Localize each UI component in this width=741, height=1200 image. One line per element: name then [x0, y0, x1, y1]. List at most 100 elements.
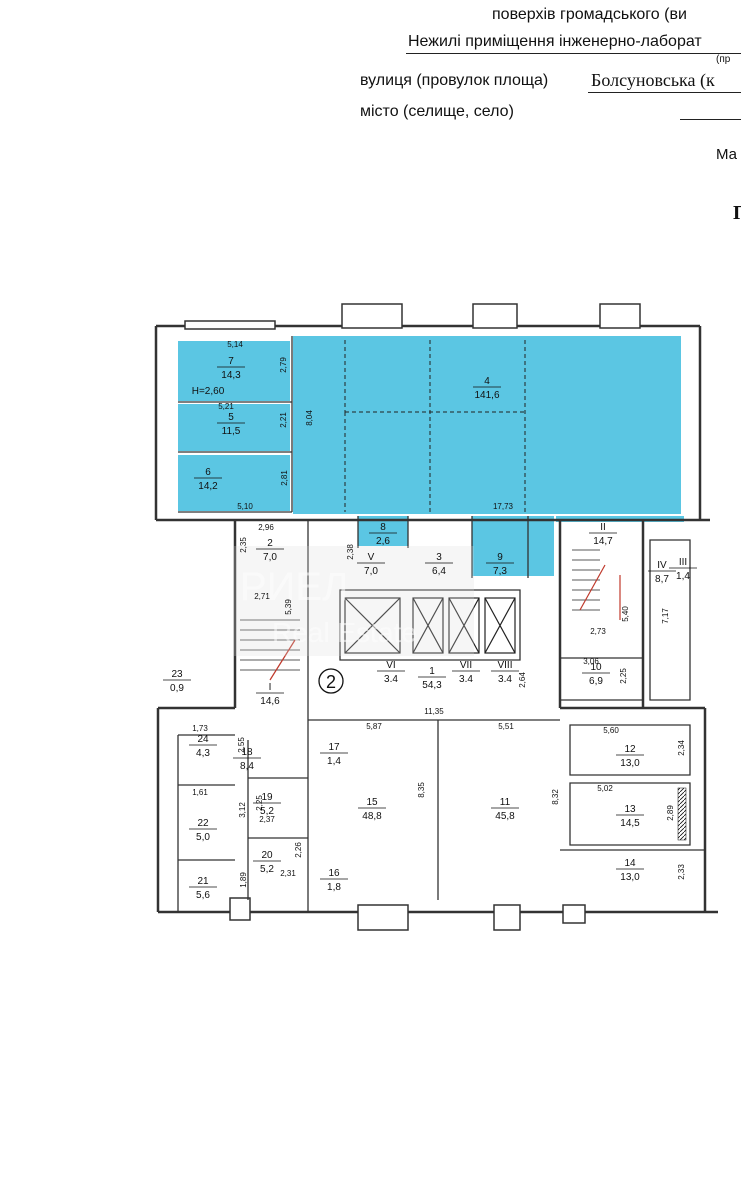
dimension-label: 2,71	[254, 592, 270, 601]
dimension-label: 8,04	[305, 410, 314, 426]
room-area: 6,9	[589, 676, 603, 687]
hatched-wall	[677, 787, 687, 841]
dimension-label: 2,21	[279, 412, 288, 428]
header-line-2-underline	[406, 53, 741, 54]
street-label: вулиця (провулок площа)	[360, 72, 549, 89]
dimension-label: 2,25	[619, 668, 628, 684]
dimension-label: 5,60	[603, 726, 619, 735]
room-area: 14,3	[221, 370, 241, 381]
room-area: 7,0	[263, 552, 277, 563]
room-area: 14,5	[620, 818, 640, 829]
room-area: 3.4	[459, 674, 473, 685]
street-underline	[588, 92, 741, 93]
dimension-label: 2,73	[590, 627, 606, 636]
dimension-label: 1,61	[192, 788, 208, 797]
room-area: 2,6	[376, 536, 390, 547]
dashed-lines	[344, 340, 526, 512]
floor-marker-number: 2	[326, 672, 336, 692]
room-area: 3.4	[384, 674, 398, 685]
room-area: 8,7	[655, 574, 669, 585]
room-number: 1	[429, 666, 435, 677]
room-number: 17	[328, 742, 340, 753]
dimension-label: 11,35	[424, 707, 444, 716]
dimension-label: 2,96	[258, 523, 274, 532]
street-value: Болсуновська (к	[591, 70, 715, 90]
room-number: IV	[657, 560, 667, 571]
dimension-labels: 5,142,795,212,215,102,818,0417,732,962,3…	[192, 340, 686, 888]
dimension-label: 2,35	[239, 537, 248, 553]
room-number: 13	[624, 804, 636, 815]
room-number: 24	[197, 734, 209, 745]
dimension-label: 7,17	[661, 608, 670, 624]
room-area: 5,0	[196, 832, 210, 843]
room-number: 18	[241, 747, 253, 758]
dimension-label: 5,10	[237, 502, 253, 511]
room-number: 22	[197, 818, 209, 829]
room-area: 14,6	[260, 696, 280, 707]
room-area: 4,3	[196, 748, 210, 759]
stair-arrows	[269, 564, 621, 681]
dimension-label: 1,73	[192, 724, 208, 733]
room-area: 45,8	[495, 811, 515, 822]
dimension-label: 2,79	[279, 357, 288, 373]
room-number: V	[368, 552, 375, 563]
interior-walls	[177, 336, 705, 912]
room-number: VII	[460, 660, 472, 671]
room-number: 7	[228, 356, 234, 367]
dimension-label: 2,81	[280, 470, 289, 486]
dimension-label: 5,21	[218, 402, 234, 411]
dimension-label: 2,25	[255, 795, 264, 811]
room-area: 11,5	[222, 426, 241, 437]
city-label: місто (селище, село)	[360, 103, 514, 120]
room-area: 13,0	[620, 872, 640, 883]
room-area: 0,9	[170, 683, 184, 694]
watermark-logo: РИЕЛ	[240, 565, 348, 609]
room-number: VI	[386, 660, 395, 671]
room-labels: 714,3Н=2,60511,5614,24141,682,636,497,32…	[163, 356, 697, 901]
room-number: III	[679, 557, 687, 568]
room-number: 21	[197, 876, 209, 887]
dimension-label: 2,64	[518, 672, 527, 688]
room-area: 5,2	[260, 864, 274, 875]
room-number: 5	[228, 412, 234, 423]
room-area: 5,2	[260, 806, 274, 817]
walls	[154, 324, 718, 914]
dimension-label: 5,14	[227, 340, 243, 349]
room-number: 10	[590, 662, 602, 673]
room-area: 14,7	[593, 536, 613, 547]
dimension-label: 3,06	[583, 657, 599, 666]
floor-marker-circle	[318, 668, 344, 694]
room-number: 23	[171, 669, 183, 680]
room-area: 1,8	[327, 882, 341, 893]
room-area: 7,3	[493, 566, 507, 577]
room-area: 6,4	[432, 566, 446, 577]
room-number: 2	[267, 538, 273, 549]
header-line-1: поверхів громадського (ви	[492, 6, 687, 23]
room-number: II	[600, 522, 606, 533]
scale-label: Ма	[716, 146, 738, 163]
room-area: 7,0	[364, 566, 378, 577]
room-number: 20	[261, 850, 273, 861]
city-underline	[680, 119, 741, 120]
dimension-label: 5,02	[597, 784, 613, 793]
room-number: I	[269, 682, 272, 693]
stairs	[240, 549, 600, 671]
dimension-label: 5,87	[366, 722, 382, 731]
room-area: 3.4	[498, 674, 512, 685]
room-number: 9	[497, 552, 503, 563]
dimension-label: 5,51	[498, 722, 514, 731]
room-height: Н=2,60	[192, 386, 225, 397]
dimension-label: 2,55	[237, 737, 246, 753]
header-line-2: Нежилі приміщення інженерно-лаборат	[408, 33, 702, 50]
dimension-label: 5,40	[621, 606, 630, 622]
room-area: 5,6	[196, 890, 210, 901]
room-area: 1,4	[676, 571, 690, 582]
room-number: 11	[500, 797, 511, 808]
watermark-brand: Real Estate	[272, 617, 417, 648]
room-area: 14,2	[198, 481, 218, 492]
room-area: 1,4	[327, 756, 341, 767]
room-number: 15	[366, 797, 378, 808]
room-number: 19	[261, 792, 273, 803]
windows-top	[184, 303, 641, 931]
